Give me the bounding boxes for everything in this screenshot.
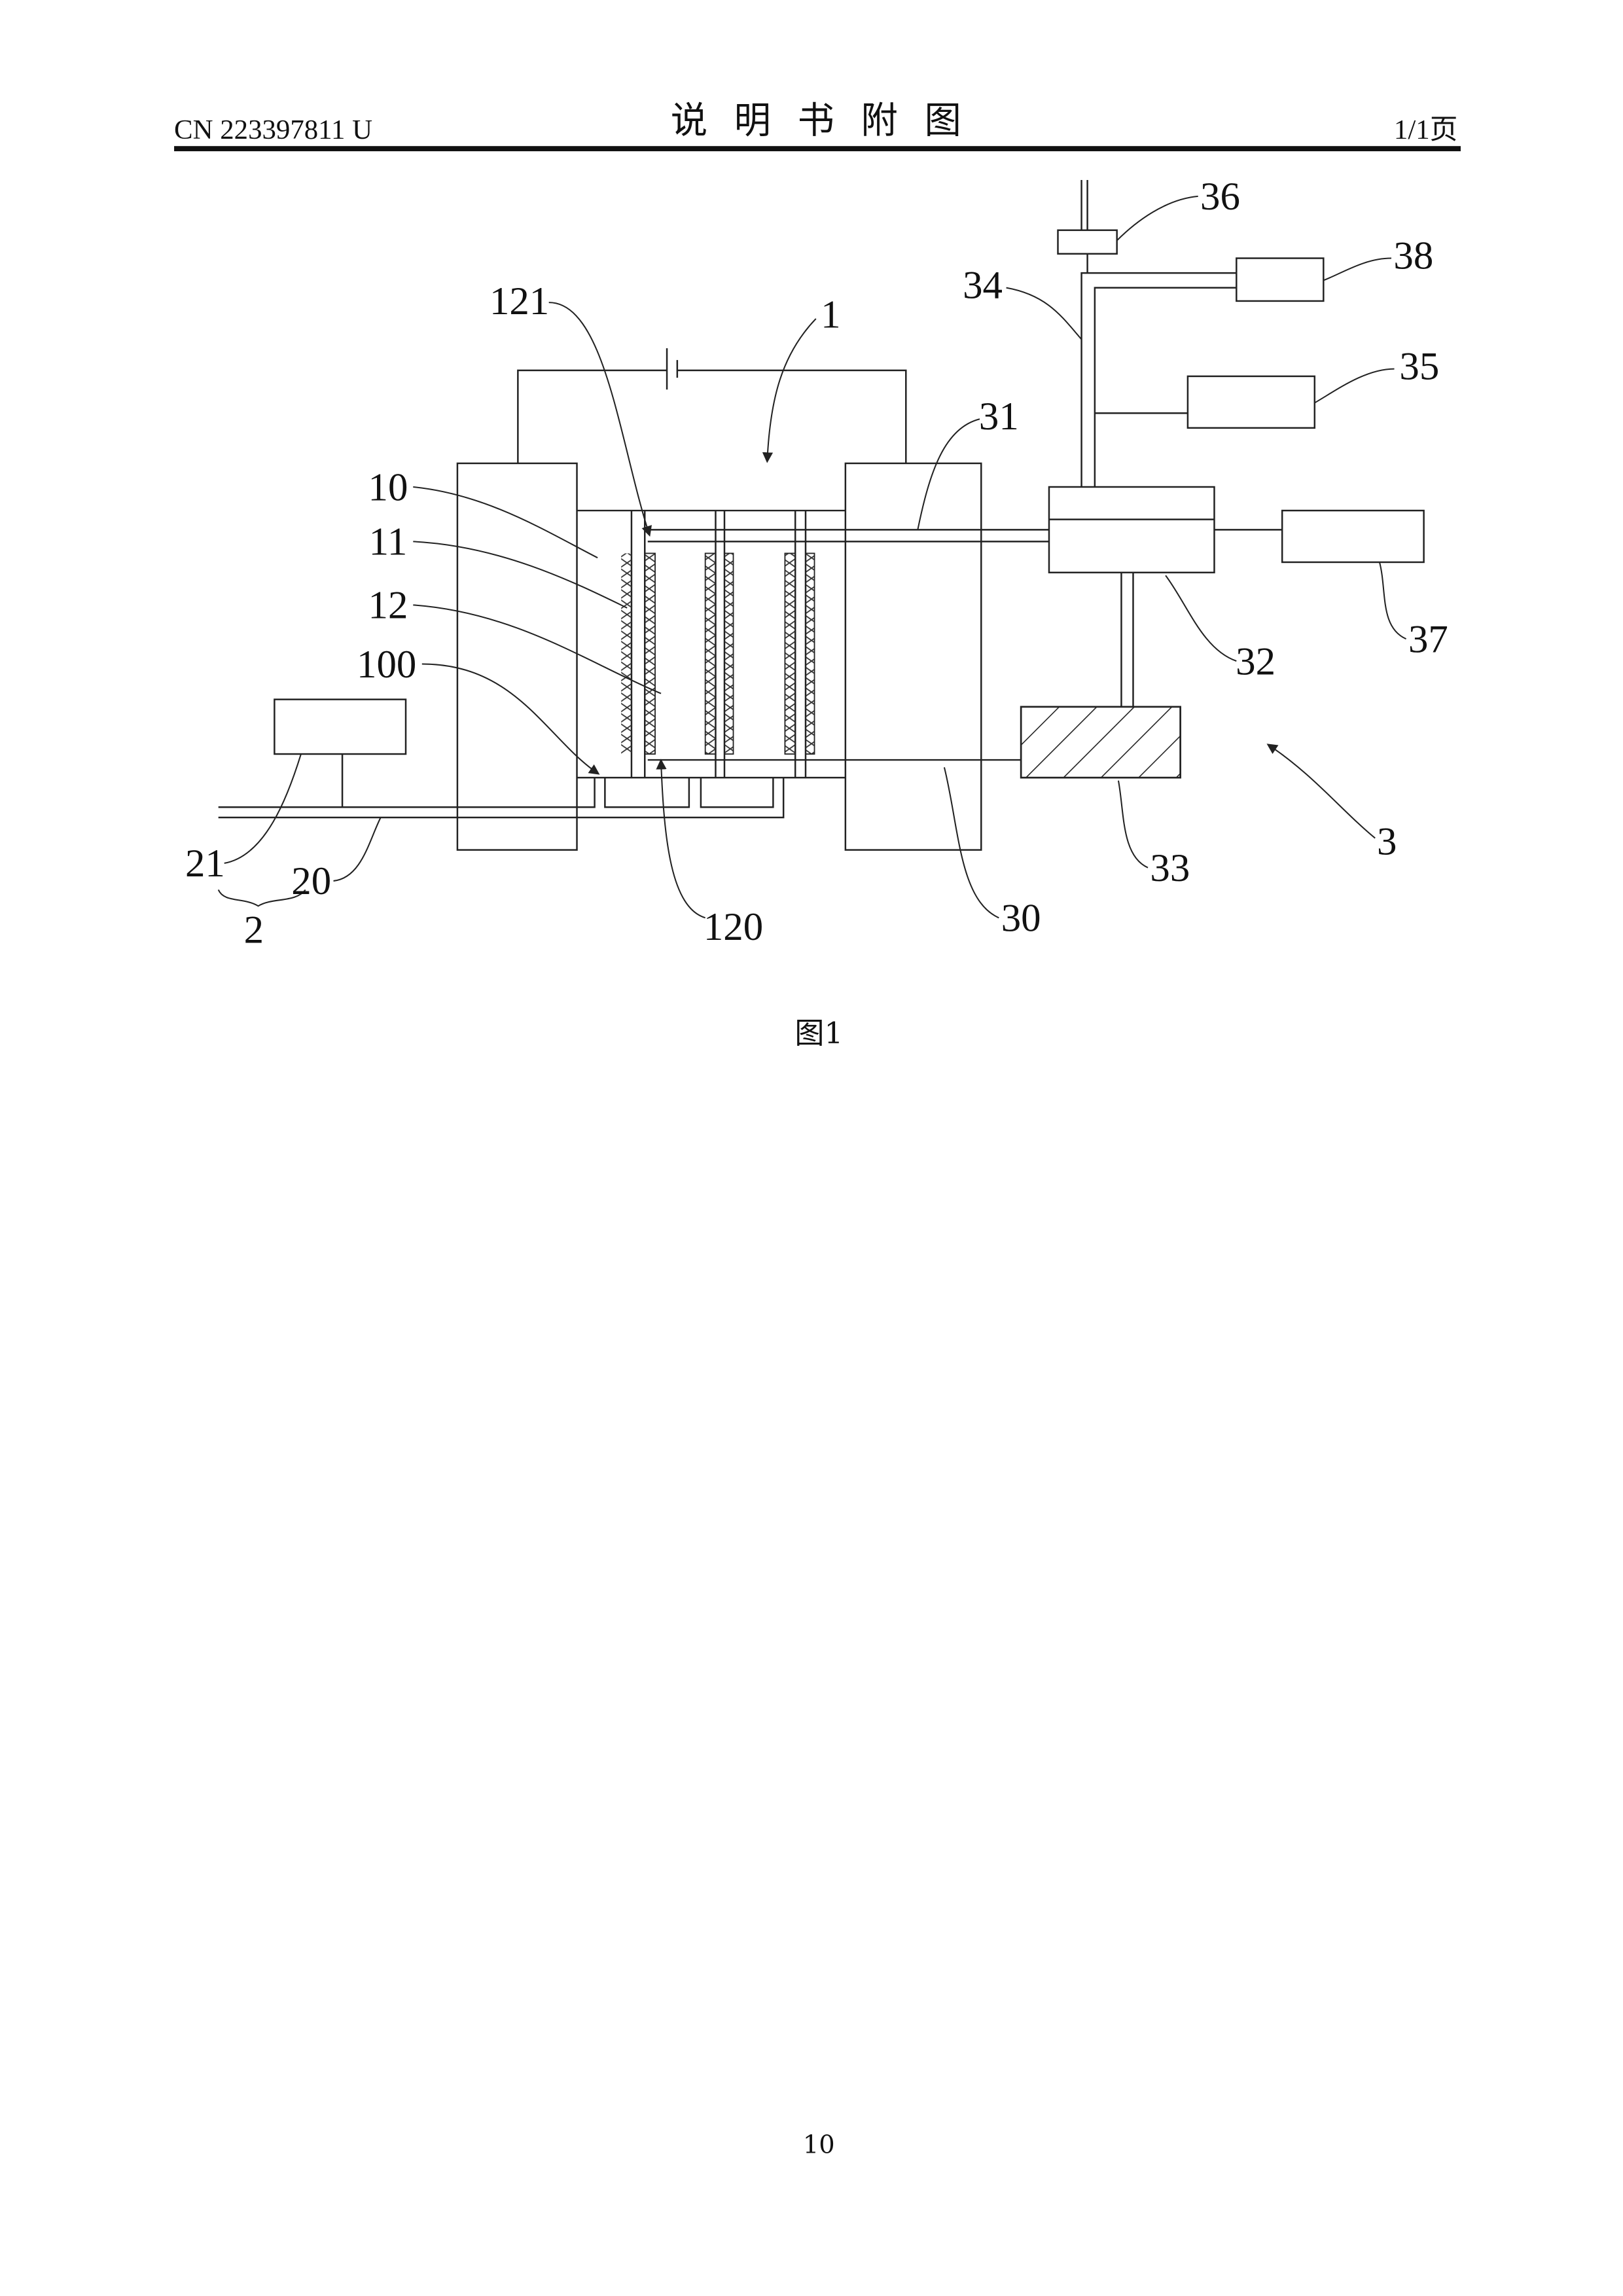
wire-right — [677, 370, 906, 463]
shaft-lines — [632, 511, 806, 778]
filter-33 — [1021, 707, 1180, 778]
unit-37 — [1282, 511, 1423, 562]
electrode-strips — [621, 553, 814, 754]
label-1: 1 — [821, 293, 840, 336]
unit-21 — [274, 700, 406, 754]
label-33: 33 — [1150, 846, 1190, 890]
label-36: 36 — [1200, 175, 1240, 219]
figure-1-diagram: 121 1 31 10 11 12 100 120 30 33 32 37 3 … — [185, 175, 1448, 952]
label-21: 21 — [185, 842, 225, 886]
doc-number: CN 223397811 U — [174, 115, 372, 145]
page-number: 10 — [803, 2130, 835, 2159]
label-120: 120 — [704, 905, 763, 949]
label-32: 32 — [1236, 639, 1275, 683]
label-2: 2 — [244, 908, 264, 952]
label-35: 35 — [1399, 344, 1439, 388]
label-37: 37 — [1408, 617, 1448, 661]
page-info: 1/1页 — [1394, 115, 1458, 145]
label-3: 3 — [1377, 819, 1397, 863]
unit-35 — [1188, 376, 1315, 428]
figure-caption: 图1 — [794, 1016, 843, 1050]
label-100: 100 — [357, 643, 416, 687]
label-38: 38 — [1393, 234, 1433, 278]
label-11: 11 — [369, 520, 408, 564]
valve-36 — [1058, 230, 1117, 254]
unit-32 — [1049, 487, 1215, 573]
label-12: 12 — [368, 584, 408, 628]
label-10: 10 — [368, 465, 408, 509]
left-electrode-block — [457, 463, 577, 850]
label-30: 30 — [1001, 897, 1041, 941]
unit-38 — [1236, 259, 1323, 301]
tank-30 — [846, 463, 981, 850]
label-34: 34 — [963, 263, 1003, 307]
header-rule — [174, 146, 1461, 151]
wire-left — [518, 370, 667, 463]
label-121: 121 — [490, 279, 549, 323]
label-20: 20 — [291, 859, 331, 903]
header: CN 223397811 U 说明书附图 1/1页 — [174, 99, 1461, 151]
page-title: 说明书附图 — [671, 99, 988, 142]
label-31: 31 — [979, 395, 1019, 439]
